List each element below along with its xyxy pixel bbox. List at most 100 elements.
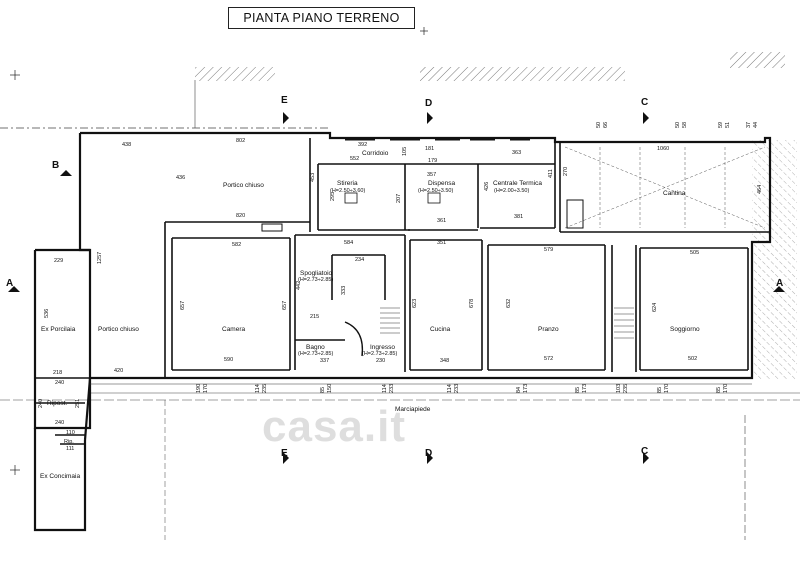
facade-dim-label: 85 [657,386,663,393]
dim-label: 584 [344,240,354,246]
dim-label: 582 [232,242,242,248]
terrain-hatch-top-mid [420,67,625,81]
dim-label-vertical: 426 [484,181,490,191]
dim-label-vertical: 678 [469,298,475,308]
dim-label-vertical: 44 [753,121,759,128]
dim-label: 111 [66,446,75,452]
room-dispensa-height: (H=2.50÷3.50) [418,188,454,194]
terrain-hatch-top-left [195,67,275,81]
dim-label-vertical: 58 [682,121,688,128]
dim-label-vertical: 657 [282,300,288,310]
dim-label-vertical: 1257 [97,251,103,264]
dim-label-vertical: 632 [506,298,512,308]
room-ingresso-height: (H=2.73÷2.85) [362,351,398,357]
dim-label-vertical: 333 [341,285,347,295]
room-spogliatoio: Spogliatoio [300,270,333,277]
dim-label-vertical: 536 [44,308,50,318]
outer-walls [33,131,772,532]
room-ex-concimaia: Ex Concimaia [40,473,81,480]
dim-label-vertical: 411 [548,169,554,178]
dim-label-vertical: 442 [296,280,302,290]
dim-label: 234 [355,257,365,263]
bagno-curved-wall [344,321,364,357]
facade-dim-label: 233 [389,383,395,393]
dim-label: 802 [236,138,246,144]
facade-dim-label: 173 [523,383,529,393]
room-stireria-height: (H=2.50÷3.60) [330,188,366,194]
facade-dim-label: 85 [320,386,326,393]
dim-label: 505 [690,250,700,256]
dim-label: 348 [440,358,450,364]
room-cucina: Cucina [430,326,451,333]
dim-label-vertical: 240 [38,398,44,408]
room-ex-porcilaia: Ex Porcilaia [41,326,76,333]
dim-label-vertical: 623 [412,298,418,308]
dim-label: 357 [427,172,437,178]
dim-label: 579 [544,247,554,253]
dim-label-vertical: 59 [718,121,724,128]
section-markers [8,112,785,464]
room-camera: Camera [222,326,246,333]
facade-dim-label: 150 [327,383,333,393]
dim-label-vertical: 50 [596,121,602,128]
dim-label-vertical: 37 [746,121,752,128]
dim-label: 590 [224,357,234,363]
section-axis-a-left-label: A [6,278,14,289]
dim-label: 572 [544,356,554,362]
dim-label: 438 [122,142,132,148]
facade-dim-label: 85 [716,386,722,393]
section-axis-c-bottom-label: C [641,446,649,457]
facade-dim-label: 170 [723,383,729,393]
room-soggiorno: Soggiorno [670,326,700,333]
room-ripostiglio-small: Rip. [64,439,74,445]
dim-label: 215 [310,314,320,320]
interior-walls [35,138,770,445]
dim-label-vertical: 207 [396,193,402,203]
terrain-hatch-top-right [730,52,785,68]
dim-label: 351 [437,240,447,246]
dim-label-vertical: 453 [310,172,316,182]
dim-label-vertical: 464 [757,184,763,194]
dim-label: 1060 [657,146,670,152]
dim-label: 179 [428,158,438,164]
dim-label-vertical: 657 [180,300,186,310]
stairs-pranzo-soggiorno [614,307,634,339]
shaft-stireria [344,192,358,204]
room-corridoio: Corridoio [362,150,389,157]
section-axis-d-top-label: D [425,98,433,109]
room-portico-chiuso-left: Portico chiuso [98,326,139,333]
dim-label: 230 [376,358,386,364]
section-axis-a-right-label: A [776,278,784,289]
facade-dim-label: 233 [454,383,460,393]
room-ingresso: Ingresso [370,344,395,351]
dim-label: 229 [54,258,64,264]
dim-label: 820 [236,213,246,219]
dim-label-vertical: 295 [330,191,336,201]
facade-dim-label: 173 [582,383,588,393]
dim-label: 240 [55,380,65,386]
dim-label: 361 [437,218,447,224]
room-spogliatoio-height: (H=2.73÷2.85) [298,277,334,283]
dim-label-vertical: 50 [675,121,681,128]
cantina-vault-lines [564,146,766,229]
dim-label-vertical: 105 [402,146,408,156]
dim-label: 420 [114,368,124,374]
room-centrale-termica: Centrale Termica [493,180,543,187]
facade-dim-label: 170 [203,383,209,393]
dim-label-vertical: 270 [563,166,569,176]
stairs-ingresso [380,307,400,334]
facade-dim-label: 235 [262,383,268,393]
dim-label: 392 [358,142,368,148]
facade-dim-label: 114 [255,384,261,393]
room-dispensa: Dispensa [428,180,456,187]
dim-label-vertical: 251 [75,398,81,408]
room-pranzo: Pranzo [538,326,559,333]
section-axis-d-bottom-label: D [425,448,433,459]
facade-dim-label: 235 [623,383,629,393]
chimney-block [566,199,584,229]
fireplace-camera [261,223,283,232]
room-cantina: Cantina [663,190,686,197]
room-bagno: Bagno [306,344,325,351]
room-stireria: Stireria [337,180,358,187]
